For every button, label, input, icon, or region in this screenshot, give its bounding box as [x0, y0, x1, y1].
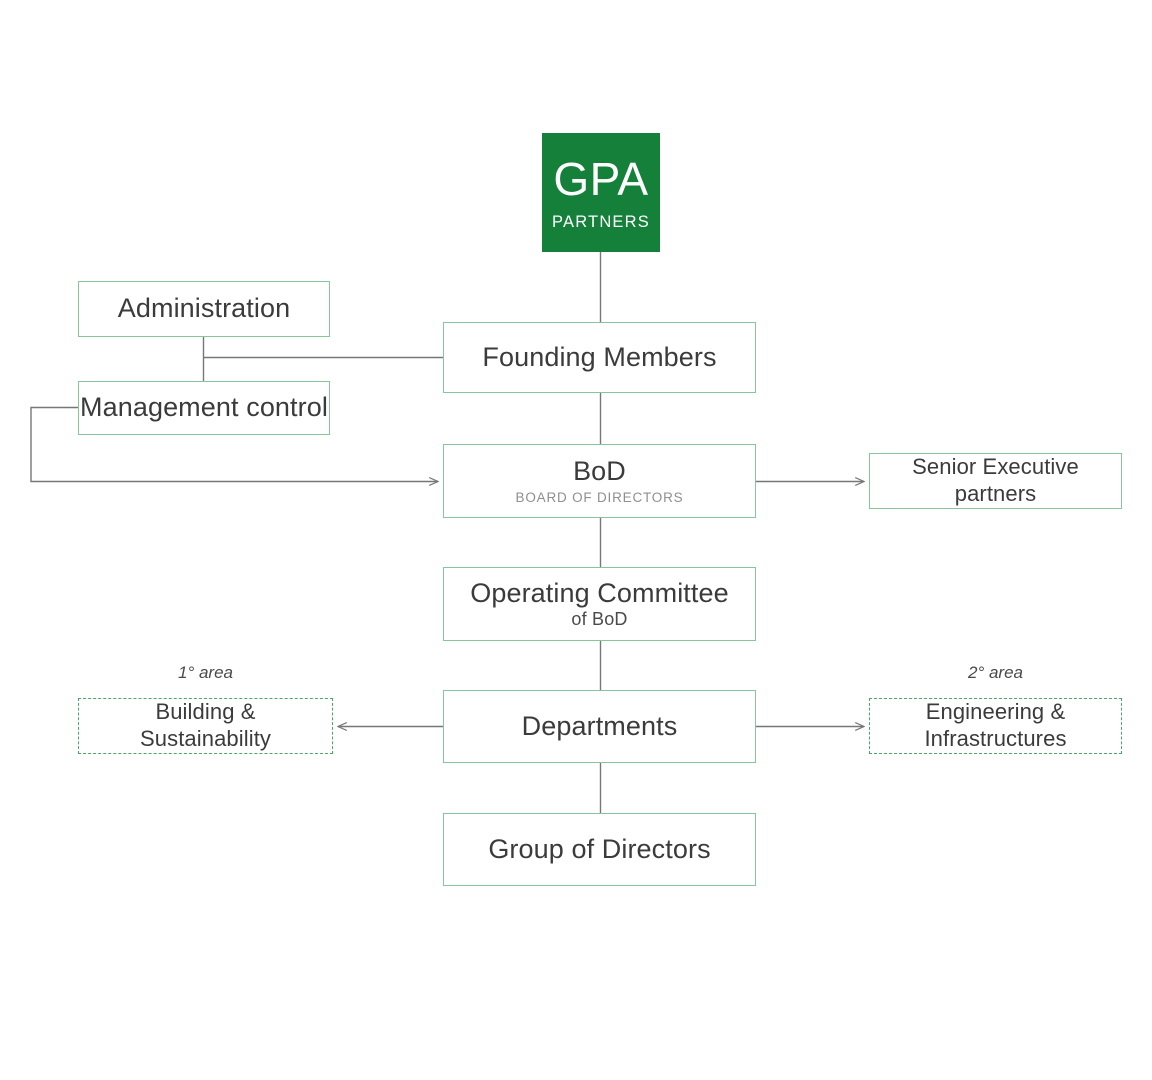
node-operating-committee[interactable]: Operating Committee of BoD — [443, 567, 756, 641]
area-label-1: 1° area — [177, 663, 233, 682]
node-senior-executive-partners[interactable]: Senior Executive partners — [869, 453, 1122, 509]
node-bod-title: BoD — [573, 456, 626, 487]
node-administration[interactable]: Administration — [78, 281, 330, 337]
node-operating-committee-title: Operating Committee — [470, 578, 729, 609]
node-group-of-directors[interactable]: Group of Directors — [443, 813, 756, 886]
node-group-of-directors-title: Group of Directors — [488, 833, 711, 864]
node-management-control[interactable]: Management control — [78, 381, 330, 435]
node-building-and-sustainability[interactable]: Building & Sustainability — [78, 698, 333, 754]
node-administration-title: Administration — [117, 293, 291, 324]
node-area1-line1: Building & — [155, 699, 256, 725]
node-bod[interactable]: BoD BOARD OF DIRECTORS — [443, 444, 756, 518]
gpa-partners-logo: GPA PARTNERS — [542, 133, 660, 252]
node-area2-line1: Engineering & — [925, 699, 1066, 725]
node-senior-executive-line1: Senior Executive — [912, 454, 1079, 480]
node-departments[interactable]: Departments — [443, 690, 756, 763]
node-bod-subtitle: BOARD OF DIRECTORS — [515, 490, 684, 506]
logo-sub-text: PARTNERS — [552, 212, 650, 231]
node-founding-members[interactable]: Founding Members — [443, 322, 756, 393]
node-founding-members-title: Founding Members — [482, 341, 717, 372]
node-engineering-and-infrastructures[interactable]: Engineering & Infrastructures — [869, 698, 1122, 754]
node-senior-executive-line2: partners — [954, 481, 1037, 506]
logo-main-text: GPA — [553, 152, 649, 205]
node-departments-title: Departments — [521, 710, 678, 741]
node-area1-line2: Sustainability — [139, 726, 272, 751]
node-operating-committee-subtitle: of BoD — [571, 609, 628, 630]
node-management-control-title: Management control — [80, 392, 328, 423]
area-label-2: 2° area — [967, 663, 1023, 682]
node-area2-line2: Infrastructures — [924, 726, 1067, 751]
